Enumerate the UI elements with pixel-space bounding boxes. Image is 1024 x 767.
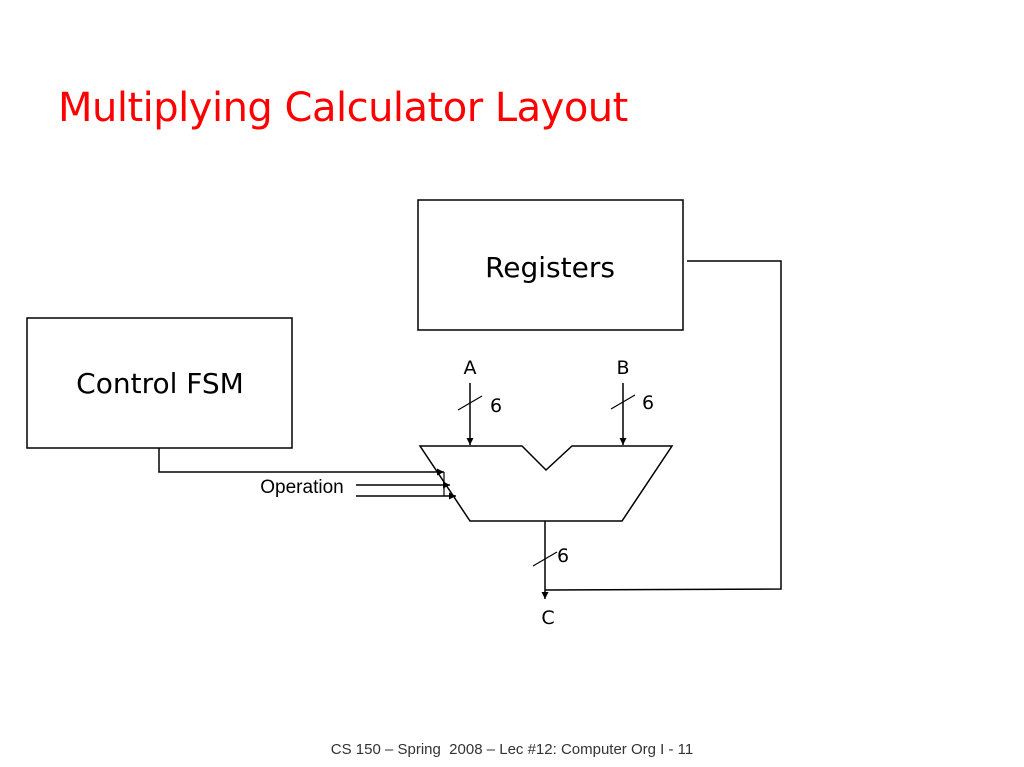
slide-title: Multiplying Calculator Layout — [58, 85, 628, 131]
control-fsm-label: Control FSM — [76, 367, 244, 400]
input-b-bus-slash — [610, 394, 636, 410]
input-a-bus-slash — [457, 395, 483, 411]
registers-box — [417, 199, 684, 331]
input-a-label: A — [464, 357, 477, 379]
output-c-label: C — [541, 607, 554, 629]
output-c-bus-slash — [532, 551, 558, 567]
slide-footer: CS 150 – Spring 2008 – Lec #12: Computer… — [330, 741, 694, 758]
control-fsm-output-wire — [158, 448, 255, 473]
registers-label: Registers — [485, 251, 615, 284]
operation-label: Operation — [260, 477, 343, 498]
bus-width-a: 6 — [490, 395, 502, 417]
bus-width-c: 6 — [557, 545, 569, 567]
alu-shape — [418, 445, 674, 522]
bus-width-b: 6 — [642, 392, 654, 414]
input-b-label: B — [616, 357, 629, 379]
registers-feedback-wire — [544, 260, 782, 591]
